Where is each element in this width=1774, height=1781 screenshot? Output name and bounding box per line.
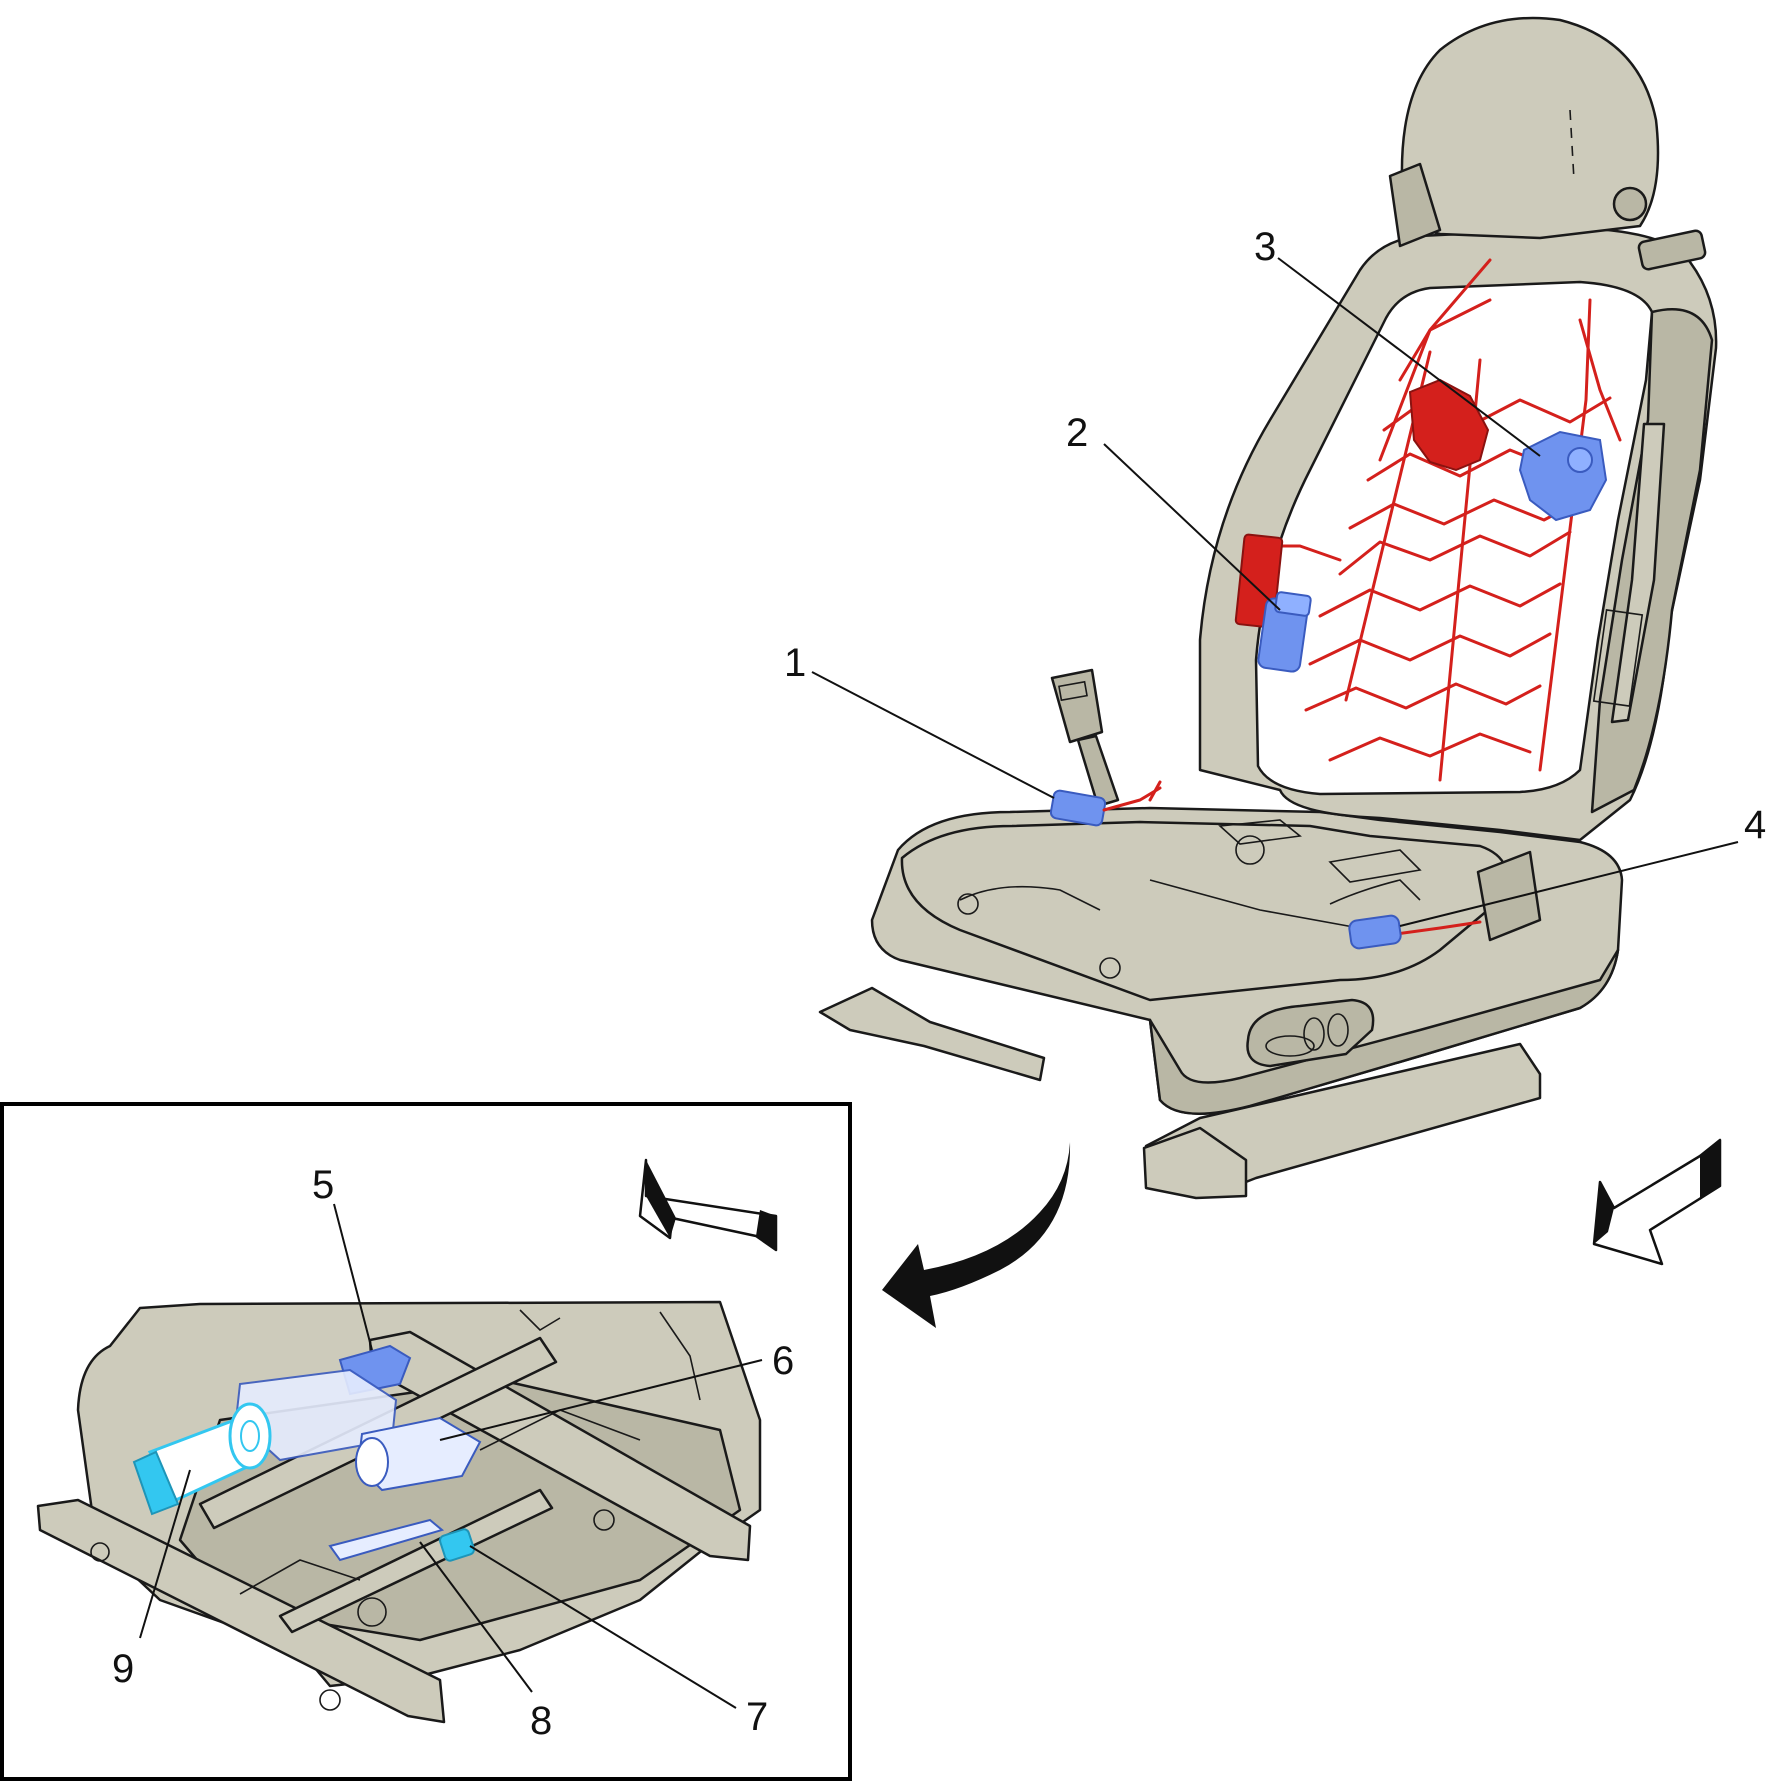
callout-6: 6	[772, 1339, 794, 1383]
leader-4	[1399, 841, 1739, 927]
seat-belt-buckle	[1050, 668, 1120, 808]
leader-1	[811, 671, 1055, 799]
front-direction-arrow-icon	[638, 1158, 778, 1252]
callout-4: 4	[1744, 803, 1766, 847]
callout-leaders	[139, 257, 1739, 1709]
front-track-foot	[1142, 1126, 1248, 1200]
seatback-side-trim	[1610, 422, 1666, 724]
seat-switch-lumbar-icon	[1327, 1013, 1349, 1047]
callout-labels: 1 2 3 4 5 6 7 8 9	[112, 225, 1766, 1743]
leader-9	[139, 1469, 191, 1639]
component-4-connector	[1348, 914, 1402, 950]
headrest-guide-dashes	[1569, 109, 1575, 181]
cushion-frame-details	[957, 780, 1482, 979]
leader-7	[469, 1545, 737, 1709]
seat-switch-memory-icon	[1265, 1035, 1315, 1057]
headrest	[1400, 16, 1660, 240]
power-seat-illustration	[818, 16, 1718, 1200]
headrest-latch	[1637, 229, 1707, 271]
component-6-motor	[355, 1416, 482, 1492]
component-9-motor	[132, 1402, 272, 1516]
leader-2	[1103, 443, 1281, 611]
seat-control-panel	[1246, 998, 1375, 1068]
callout-5: 5	[312, 1163, 334, 1207]
leader-8	[419, 1541, 533, 1693]
callout-8: 8	[530, 1699, 552, 1743]
seat-track-rails	[818, 986, 1542, 1200]
seat-cushion-side-panel	[1148, 948, 1620, 1115]
front-direction-arrow-icon	[1592, 1138, 1722, 1266]
seat-switch-recline-icon	[1303, 1017, 1325, 1051]
component-8-bracket	[328, 1518, 445, 1562]
left-track-rail	[818, 986, 1046, 1082]
component-3-motor	[1518, 430, 1608, 522]
callout-1: 1	[784, 641, 806, 685]
callout-3: 3	[1254, 225, 1276, 269]
leader-5	[333, 1203, 373, 1351]
seatback-warning-label	[1592, 609, 1644, 707]
curved-arrow-icon	[882, 1142, 1071, 1328]
component-7-connector	[439, 1528, 475, 1562]
callout-9: 9	[112, 1647, 134, 1691]
headrest-base	[1388, 162, 1442, 248]
callout-7: 7	[746, 1695, 768, 1739]
headrest-adjust-button	[1612, 186, 1648, 222]
callout-2: 2	[1066, 411, 1088, 455]
recliner-bracket	[1476, 850, 1542, 942]
component-2-motor	[1257, 591, 1312, 673]
inset-front-track	[36, 1498, 446, 1724]
leader-3	[1277, 257, 1541, 457]
leader-6	[439, 1359, 763, 1441]
